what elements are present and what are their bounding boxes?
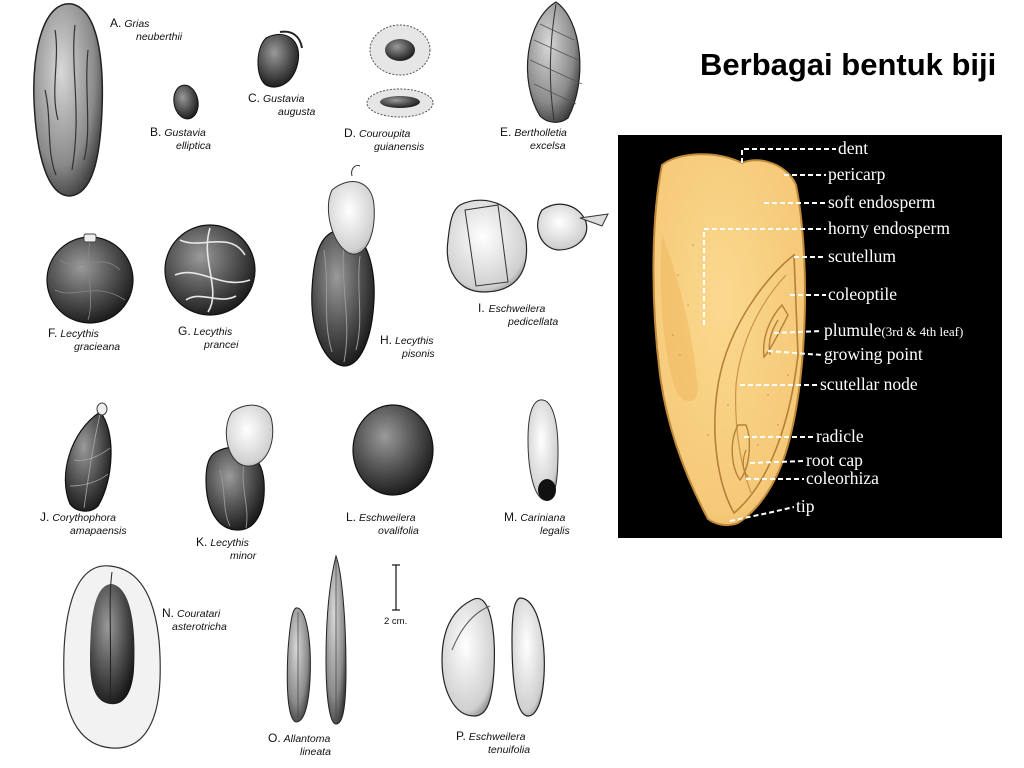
slide-title: Berbagai bentuk biji bbox=[700, 47, 997, 82]
label-horny-endosperm: horny endosperm bbox=[828, 218, 950, 238]
kernel-diagram: dent pericarp soft endosperm horny endos… bbox=[618, 135, 1002, 538]
seed-l-drawing bbox=[352, 404, 434, 496]
seed-b-drawing bbox=[173, 84, 199, 120]
label-plumule-note: (3rd & 4th leaf) bbox=[881, 324, 963, 339]
label-pericarp: pericarp bbox=[828, 164, 886, 184]
seed-f-drawing bbox=[46, 233, 134, 324]
label-radicle: radicle bbox=[816, 426, 864, 446]
seed-k-drawing bbox=[205, 404, 274, 531]
scale-bar: 2 cm. bbox=[384, 564, 407, 627]
label-scutellar-node: scutellar node bbox=[820, 374, 918, 394]
seed-n-drawing bbox=[63, 565, 161, 749]
seed-d-drawing bbox=[366, 24, 434, 118]
label-plumule: plumule(3rd & 4th leaf) bbox=[824, 320, 963, 340]
scale-label: 2 cm. bbox=[384, 616, 407, 627]
leader-lines bbox=[703, 148, 836, 522]
seed-c-drawing bbox=[257, 30, 303, 88]
seed-p-drawing bbox=[441, 597, 545, 717]
label-scutellum: scutellum bbox=[828, 246, 896, 266]
seed-o-drawing bbox=[286, 554, 347, 725]
seed-g-drawing bbox=[164, 224, 256, 316]
label-tip: tip bbox=[796, 496, 815, 516]
seed-i-drawing bbox=[446, 199, 609, 293]
label-dent: dent bbox=[838, 138, 868, 158]
label-growing-point: growing point bbox=[824, 344, 923, 364]
label-soft-endosperm: soft endosperm bbox=[828, 192, 936, 212]
kernel-body bbox=[652, 153, 807, 527]
seed-j-drawing bbox=[64, 402, 112, 512]
seed-e-drawing bbox=[526, 1, 583, 123]
label-coleoptile: coleoptile bbox=[828, 284, 897, 304]
seed-a-drawing bbox=[33, 3, 104, 197]
seed-m-drawing bbox=[527, 399, 559, 501]
label-coleorhiza: coleorhiza bbox=[806, 468, 879, 488]
seed-h-drawing bbox=[311, 165, 375, 367]
label-root-cap: root cap bbox=[806, 450, 863, 470]
